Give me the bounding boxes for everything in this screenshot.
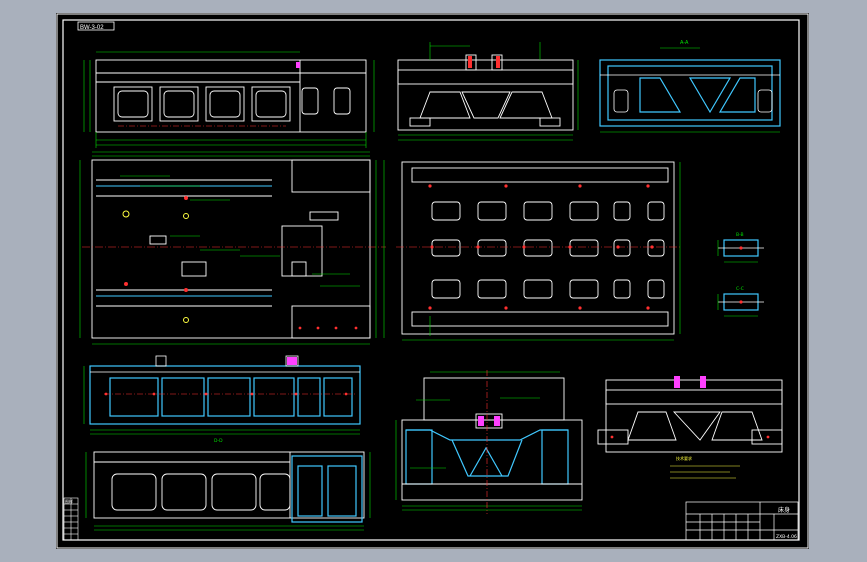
revision-table: [63, 497, 79, 541]
frame-tag-box: [77, 21, 115, 31]
title-block-title: 床身: [778, 506, 790, 514]
section-view-lower-left[interactable]: [83, 355, 361, 435]
technical-notes: 技术要求: [670, 455, 740, 479]
elevation-view-bottom-left[interactable]: [85, 451, 371, 531]
plan-view-left[interactable]: [79, 151, 386, 345]
section-label-d: D-D: [214, 438, 223, 444]
title-block-code: ZXB-4.06: [776, 534, 797, 540]
section-view-top-right[interactable]: [599, 47, 781, 133]
inner-frame: [62, 19, 800, 541]
revision-table-label: 图样: [65, 498, 73, 504]
small-section-views[interactable]: [717, 239, 764, 317]
section-label-b: B-B: [736, 232, 744, 238]
outer-frame: [56, 13, 809, 549]
frame-tag: BW-3-02: [80, 25, 104, 31]
section-label-a: A-A: [680, 40, 689, 46]
section-view-bottom-center[interactable]: [395, 370, 583, 514]
bottom-view-center[interactable]: [396, 161, 681, 341]
front-view-top-left[interactable]: [83, 51, 375, 148]
title-block: [685, 501, 799, 541]
section-label-c: C-C: [736, 286, 744, 292]
end-view-top-middle[interactable]: [397, 42, 579, 141]
notes-header: 技术要求: [676, 455, 692, 461]
end-view-lower-right[interactable]: [597, 376, 783, 453]
